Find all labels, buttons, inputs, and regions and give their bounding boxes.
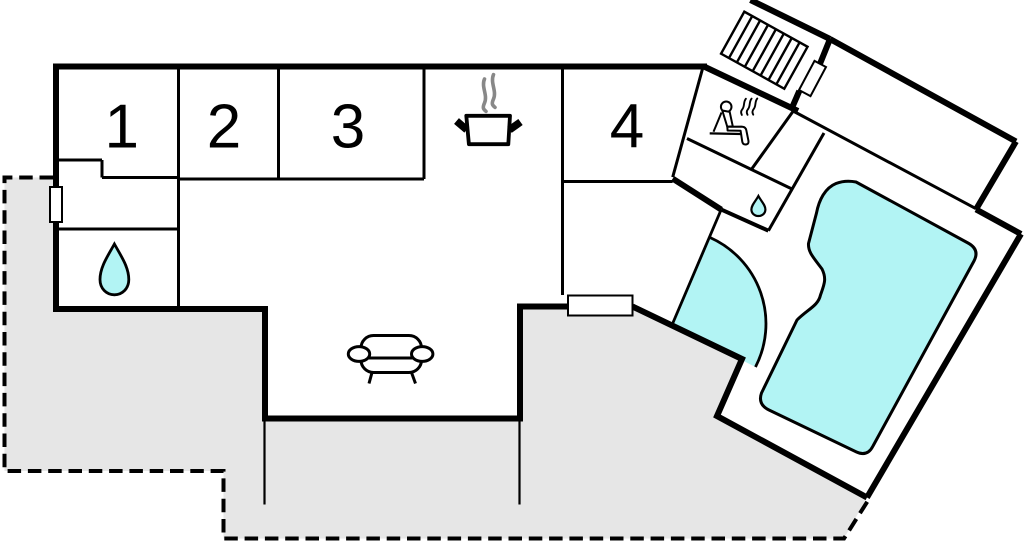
svg-text:3: 3 — [331, 93, 365, 162]
svg-text:2: 2 — [207, 93, 241, 162]
svg-text:4: 4 — [610, 92, 644, 161]
svg-text:1: 1 — [105, 93, 139, 162]
